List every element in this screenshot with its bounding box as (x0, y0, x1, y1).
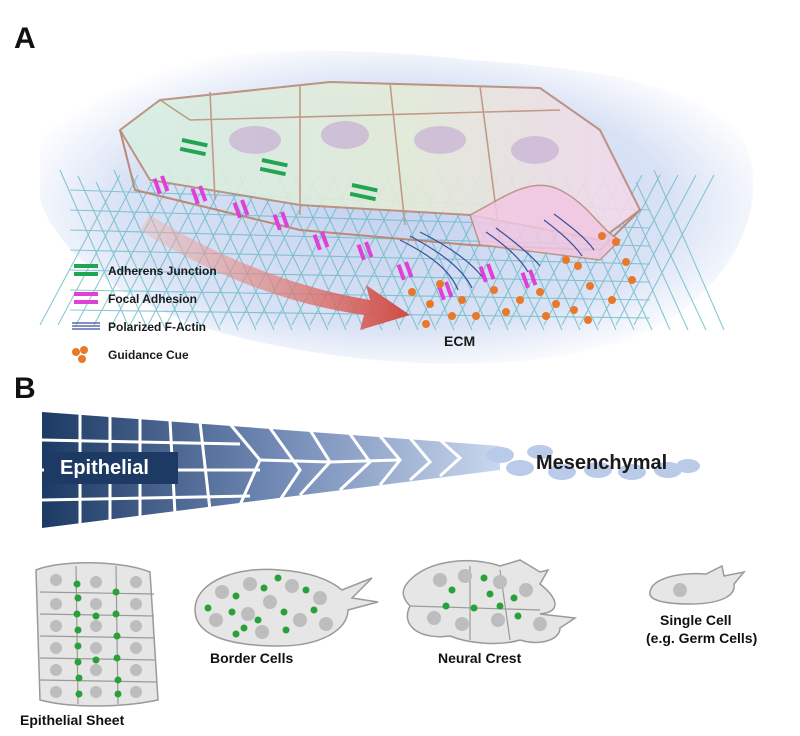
single-cell-illustration (649, 564, 746, 605)
guidance-cue-icon (72, 346, 88, 363)
panel-label-b: B (14, 372, 36, 405)
legend-label: Focal Adhesion (108, 292, 197, 306)
focal-adhesion-icon (74, 292, 98, 304)
caption-epithelial-sheet: Epithelial Sheet (20, 712, 125, 728)
guidance-cues (408, 232, 636, 328)
panel-label-a: A (14, 22, 36, 55)
cell-nuclei (229, 121, 559, 164)
legend-label: Polarized F-Actin (108, 320, 207, 334)
ecm-label: ECM (444, 333, 476, 349)
f-actin-icon (72, 322, 100, 330)
legend-label: Adherens Junction (108, 264, 217, 278)
caption-neural-crest: Neural Crest (438, 650, 522, 666)
leading-edge (469, 184, 622, 261)
caption-single-cell-example: (e.g. Germ Cells) (646, 630, 758, 646)
mesenchymal-cells (486, 445, 700, 480)
border-cells-illustration (194, 568, 379, 647)
adherens-junction-icon (74, 264, 98, 276)
migration-arrow (140, 215, 410, 330)
adherens-junctions (179, 138, 378, 202)
caption-border-cells: Border Cells (210, 650, 294, 666)
mesenchymal-label: Mesenchymal (536, 452, 668, 474)
epithelial-label: Epithelial (44, 452, 178, 484)
legend-label: Guidance Cue (108, 348, 189, 362)
epithelial-sheet-illustration (35, 561, 159, 707)
neural-crest-illustration (402, 559, 578, 645)
caption-single-cell: Single Cell (660, 612, 732, 628)
f-actin-fibers (399, 213, 595, 291)
